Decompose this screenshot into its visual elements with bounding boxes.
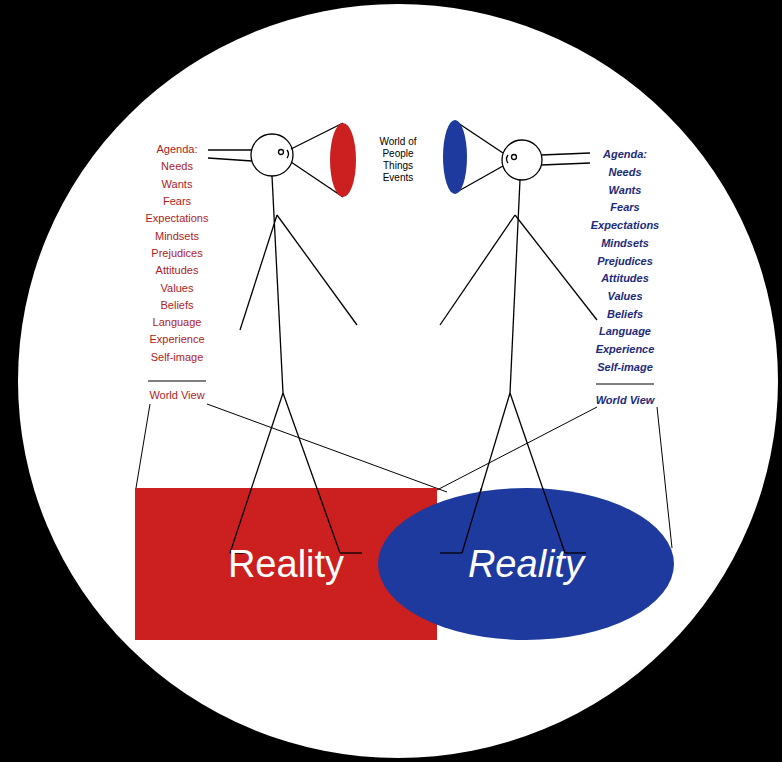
filter-word: Wants bbox=[609, 184, 642, 197]
filter-word: Attitudes bbox=[156, 264, 199, 277]
filter-word: Beliefs bbox=[607, 308, 643, 321]
filter-word: Experience bbox=[596, 343, 655, 356]
filter-word: Values bbox=[161, 282, 194, 295]
filter-word: Prejudices bbox=[151, 247, 202, 260]
filter-word: World View bbox=[596, 394, 655, 407]
filter-word: Experience bbox=[149, 333, 204, 346]
filter-word: Agenda: bbox=[603, 148, 647, 161]
filter-word: Expectations bbox=[146, 212, 209, 225]
reality-ellipse: Reality bbox=[378, 488, 674, 640]
red-lens bbox=[330, 123, 356, 197]
filter-word: Expectations bbox=[591, 219, 659, 232]
filter-word: Language bbox=[599, 325, 651, 338]
node-title: Reality bbox=[468, 543, 584, 586]
filter-word: Wants bbox=[162, 178, 193, 191]
filter-word: Prejudices bbox=[597, 255, 653, 268]
filter-word: Fears bbox=[163, 195, 191, 208]
filter-word: Fears bbox=[610, 201, 639, 214]
filter-word: Attitudes bbox=[601, 272, 649, 285]
filter-word: Needs bbox=[161, 160, 193, 173]
filter-word: Values bbox=[607, 290, 642, 303]
frame-circle bbox=[18, 4, 778, 758]
filter-word: Agenda: bbox=[157, 143, 198, 156]
filter-word: Mindsets bbox=[601, 237, 649, 250]
filter-word: Needs bbox=[608, 166, 641, 179]
filter-word: Beliefs bbox=[160, 299, 193, 312]
filter-word: World View bbox=[149, 389, 204, 402]
world-text: World of People Things Events bbox=[372, 136, 424, 184]
node-title: Reality bbox=[228, 543, 344, 586]
filter-word: Language bbox=[153, 316, 202, 329]
filter-word: Self-image bbox=[597, 361, 653, 374]
filter-word: Self-image bbox=[151, 351, 204, 364]
blue-lens bbox=[443, 120, 467, 194]
filter-word: Mindsets bbox=[155, 230, 199, 243]
